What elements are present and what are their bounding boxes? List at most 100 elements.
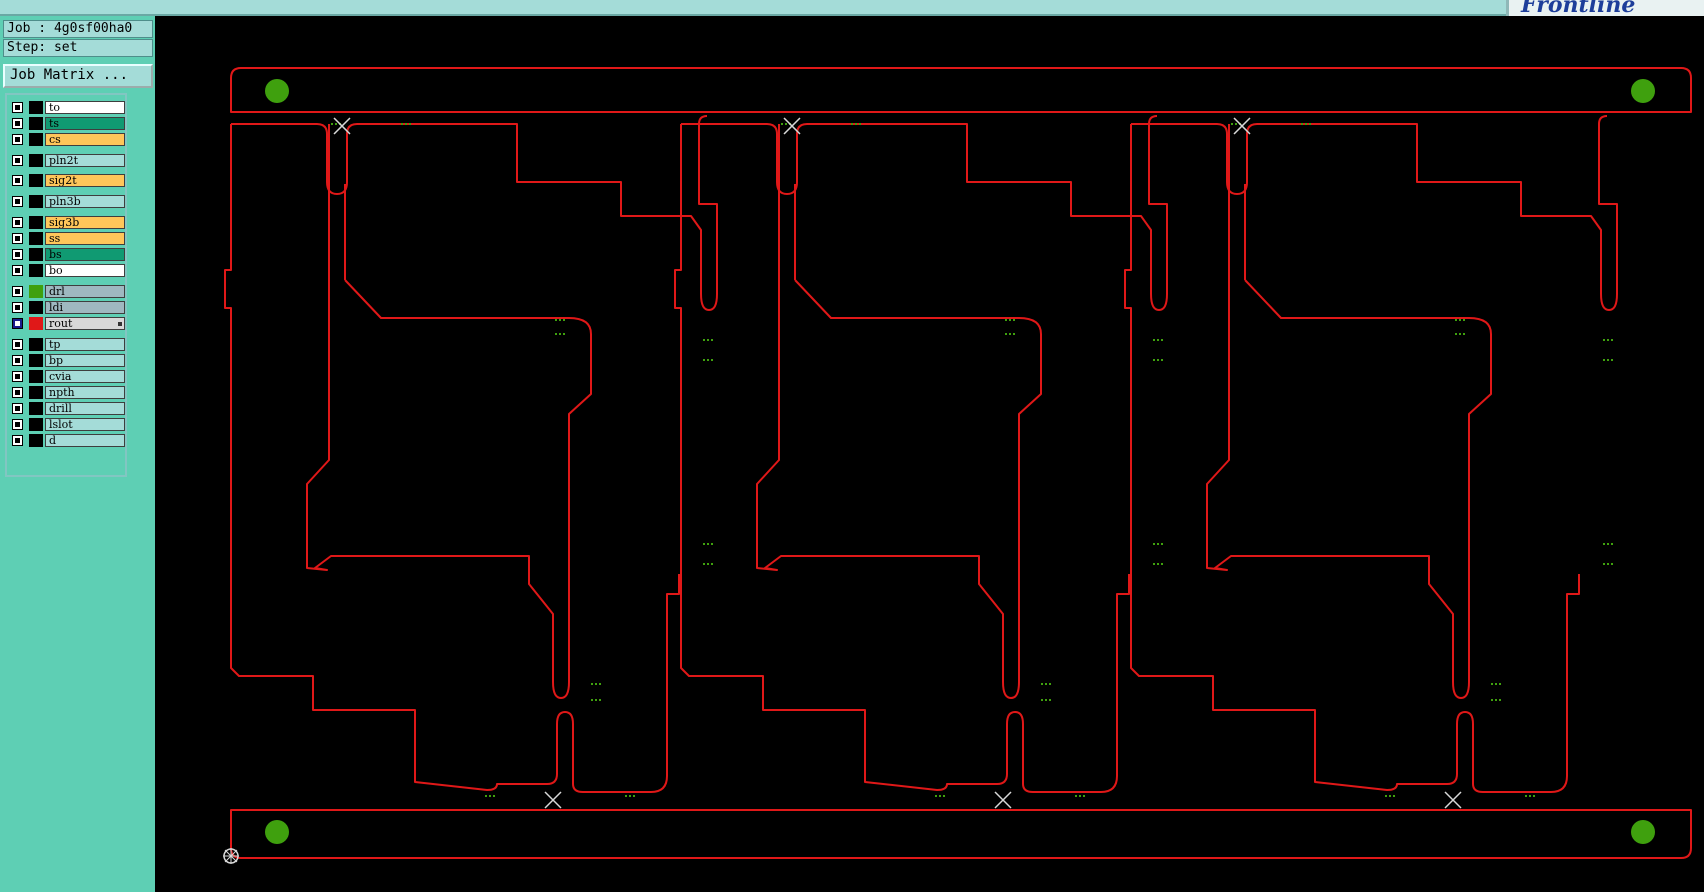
layer-color-swatch[interactable] (29, 434, 43, 447)
layer-checkbox[interactable] (12, 196, 23, 207)
layer-checkbox[interactable] (12, 118, 23, 129)
layer-checkbox[interactable] (12, 102, 23, 113)
layer-row-rout[interactable]: rout (9, 316, 125, 331)
graphics-canvas[interactable] (155, 16, 1704, 892)
board-route-path (224, 115, 718, 793)
layer-checkbox[interactable] (12, 249, 23, 260)
layer-checkbox[interactable] (12, 217, 23, 228)
layer-checkbox[interactable] (12, 435, 23, 446)
layer-color-swatch[interactable] (29, 216, 43, 229)
route-start-marker (1233, 117, 1251, 135)
route-start-marker (1444, 791, 1462, 809)
layer-row-ss[interactable]: ss (9, 231, 125, 246)
layer-color-swatch[interactable] (29, 317, 43, 330)
layer-checkbox[interactable] (12, 355, 23, 366)
layer-name[interactable]: bs (45, 248, 125, 261)
layer-row-lslot[interactable]: lslot (9, 417, 125, 432)
layer-color-swatch[interactable] (29, 301, 43, 314)
layer-color-swatch[interactable] (29, 101, 43, 114)
origin-marker-crosshair (223, 848, 239, 864)
layer-color-swatch[interactable] (29, 338, 43, 351)
layer-checkbox[interactable] (12, 302, 23, 313)
layer-name[interactable]: lslot (45, 418, 125, 431)
layer-color-swatch[interactable] (29, 232, 43, 245)
layer-name[interactable]: sig2t (45, 174, 125, 187)
layer-color-swatch[interactable] (29, 154, 43, 167)
layer-name[interactable]: ts (45, 117, 125, 130)
layer-checkbox[interactable] (12, 155, 23, 166)
layer-name[interactable]: to (45, 101, 125, 114)
rout-layer-drawing (223, 67, 1692, 864)
left-panel: Job : 4g0sf00ha0 Step: set Job Matrix ..… (0, 16, 155, 892)
layer-list: to ts cs pln2t sig2t pln3b sig3b ss bs bo drl ldi ro… (5, 93, 127, 477)
layer-name[interactable]: bo (45, 264, 125, 277)
layer-color-swatch[interactable] (29, 418, 43, 431)
layer-color-swatch[interactable] (29, 386, 43, 399)
layer-color-swatch[interactable] (29, 285, 43, 298)
layer-name[interactable]: npth (45, 386, 125, 399)
layer-row-drill[interactable]: drill (9, 401, 125, 416)
layer-color-swatch[interactable] (29, 117, 43, 130)
layer-color-swatch[interactable] (29, 248, 43, 261)
route-start-marker (333, 117, 351, 135)
layer-color-swatch[interactable] (29, 402, 43, 415)
layer-color-swatch[interactable] (29, 174, 43, 187)
layer-row-ts[interactable]: ts (9, 116, 125, 131)
layer-checkbox[interactable] (12, 403, 23, 414)
layer-checkbox[interactable] (12, 233, 23, 244)
layer-row-pln3b[interactable]: pln3b (9, 194, 125, 209)
layer-row-pln2t[interactable]: pln2t (9, 153, 125, 168)
frontline-logo: Frontline (1506, 0, 1704, 18)
layer-color-swatch[interactable] (29, 370, 43, 383)
layer-checkbox[interactable] (12, 387, 23, 398)
layer-row-npth[interactable]: npth (9, 385, 125, 400)
layer-checkbox[interactable] (12, 318, 23, 329)
layer-checkbox[interactable] (12, 286, 23, 297)
layer-row-bs[interactable]: bs (9, 247, 125, 262)
layer-name[interactable]: pln3b (45, 195, 125, 208)
layer-checkbox[interactable] (12, 134, 23, 145)
step-name-label: Step: set (3, 39, 153, 57)
layer-checkbox[interactable] (12, 175, 23, 186)
layer-name[interactable]: d (45, 434, 125, 447)
layer-color-swatch[interactable] (29, 195, 43, 208)
layer-checkbox[interactable] (12, 265, 23, 276)
layer-name[interactable]: cs (45, 133, 125, 146)
layer-name[interactable]: tp (45, 338, 125, 351)
layer-row-tp[interactable]: tp (9, 337, 125, 352)
layer-color-swatch[interactable] (29, 264, 43, 277)
layer-name[interactable]: cvia (45, 370, 125, 383)
layer-row-bo[interactable]: bo (9, 263, 125, 278)
layer-row-bp[interactable]: bp (9, 353, 125, 368)
layer-checkbox[interactable] (12, 339, 23, 350)
layer-name[interactable]: pln2t (45, 154, 125, 167)
layer-checkbox[interactable] (12, 371, 23, 382)
layer-row-to[interactable]: to (9, 100, 125, 115)
layer-row-ldi[interactable]: ldi (9, 300, 125, 315)
tooling-hole-pad (265, 79, 289, 103)
layer-name[interactable]: drl (45, 285, 125, 298)
layer-name[interactable]: rout (45, 317, 125, 330)
layer-row-cvia[interactable]: cvia (9, 369, 125, 384)
route-start-marker (544, 791, 562, 809)
route-start-marker (783, 117, 801, 135)
layer-name[interactable]: ldi (45, 301, 125, 314)
layer-name[interactable]: ss (45, 232, 125, 245)
layer-name[interactable]: sig3b (45, 216, 125, 229)
layer-row-sig3b[interactable]: sig3b (9, 215, 125, 230)
layer-row-sig2t[interactable]: sig2t (9, 173, 125, 188)
layer-row-d[interactable]: d (9, 433, 125, 448)
layer-checkbox[interactable] (12, 419, 23, 430)
job-matrix-button[interactable]: Job Matrix ... (3, 64, 153, 88)
layer-color-swatch[interactable] (29, 133, 43, 146)
layer-color-swatch[interactable] (29, 354, 43, 367)
layer-name[interactable]: drill (45, 402, 125, 415)
layer-row-drl[interactable]: drl (9, 284, 125, 299)
board-outline-1 (224, 115, 718, 809)
job-name-label: Job : 4g0sf00ha0 (3, 20, 153, 38)
layer-row-cs[interactable]: cs (9, 132, 125, 147)
layer-name[interactable]: bp (45, 354, 125, 367)
route-start-marker (994, 791, 1012, 809)
tooling-hole-pad (1631, 820, 1655, 844)
board-route-path (1124, 115, 1618, 793)
